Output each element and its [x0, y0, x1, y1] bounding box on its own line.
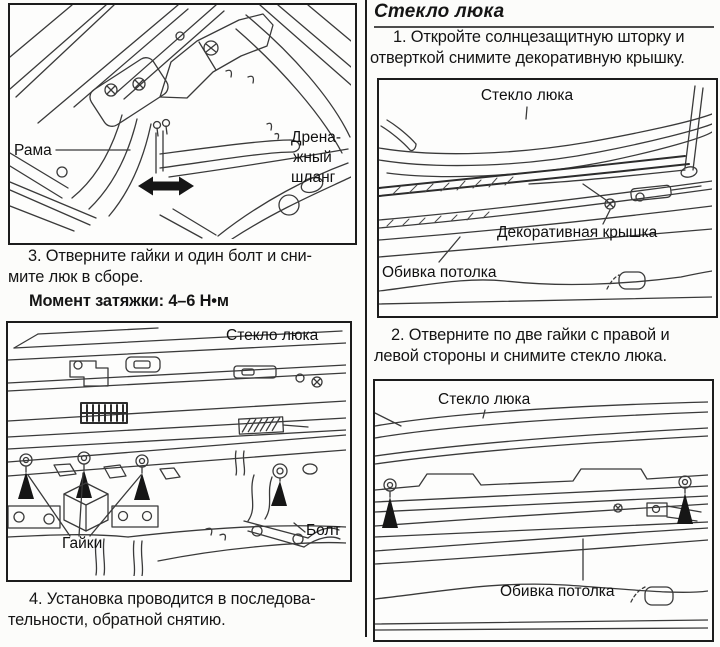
- step-4-line-2: тельности, обратной снятию.: [8, 611, 226, 629]
- cover-rail: [379, 180, 712, 241]
- step-3-text: 3. Отверните гайки и один болт и сни- ми…: [8, 246, 356, 288]
- bottom-brackets: [8, 474, 341, 548]
- step-3-line-1: 3. Отверните гайки и один болт и сни-: [28, 247, 312, 265]
- headliner-curves: [8, 525, 346, 576]
- top-fittings: [8, 356, 346, 392]
- notched-rail: [375, 468, 708, 538]
- label-cover: Декоративная крышка: [497, 224, 658, 241]
- section-heading: Стекло люка: [374, 1, 505, 22]
- label-drain-hose-line2: жный: [293, 149, 332, 166]
- step-4-text: 4. Установка проводится в последова- тел…: [8, 589, 356, 631]
- figure-glass-removal: Стекло люка Обивка потолка: [373, 379, 714, 642]
- step-1-line-1: 1. Откройте солнцезащитную шторку и: [393, 28, 685, 46]
- glass-edge: [8, 327, 346, 361]
- glass-curves: [379, 113, 712, 178]
- double-arrow-icon: [138, 176, 194, 196]
- nuts-and-arrows: [382, 475, 693, 528]
- label-headliner: Обивка потолка: [382, 264, 497, 281]
- step-2-line-1: 2. Отверните по две гайки с правой и: [391, 326, 670, 344]
- figure-glass-fasteners: Стекло люка Гайки Болт: [6, 321, 352, 582]
- step-1-line-2: отверткой снимите декоративную крышку.: [370, 49, 685, 67]
- label-nuts: Гайки: [62, 535, 102, 552]
- glass-curves: [375, 401, 708, 465]
- step-2-line-2: левой стороны и снимите стекло люка.: [374, 347, 667, 365]
- label-glass: Стекло люка: [438, 391, 531, 408]
- headliner-area: [375, 527, 708, 631]
- deflector-bar: [379, 155, 690, 197]
- pointer-arrow-icons: [18, 470, 287, 506]
- roof-lines: [10, 5, 351, 154]
- label-drain-hose-line3: шланг: [291, 169, 336, 186]
- headliner-area: [379, 228, 712, 305]
- label-glass: Стекло люка: [481, 87, 574, 104]
- body-details: [159, 69, 351, 239]
- leader-lines: [27, 472, 306, 537]
- glass-leader-tick: [482, 409, 486, 419]
- label-drain-hose-line1: Дрена-: [291, 129, 341, 146]
- fastener-rail: [8, 434, 346, 482]
- decorative-cover-drawing: Стекло люка Декоративная крышка Обивка п…: [379, 85, 712, 305]
- torque-note: Момент затяжки: 4–6 Н•м: [29, 292, 229, 310]
- mount-plate: [89, 57, 169, 127]
- sunroof-body: [8, 400, 346, 450]
- frame-rail: [10, 114, 152, 232]
- fasteners-drawing: Стекло люка Гайки Болт: [8, 327, 346, 576]
- glass-leader-tick: [525, 106, 528, 120]
- step-1-text: 1. Откройте солнцезащитную шторку и отве…: [370, 27, 716, 69]
- step-4-line-1: 4. Установка проводится в последова-: [29, 590, 316, 608]
- label-frame: Рама: [14, 142, 52, 159]
- step-2-text: 2. Отверните по две гайки с правой и лев…: [370, 325, 716, 367]
- label-glass: Стекло люка: [226, 327, 319, 344]
- mount-bracket: [159, 13, 274, 99]
- figure-decorative-cover: Стекло люка Декоративная крышка Обивка п…: [377, 78, 718, 318]
- drain-hose: [152, 118, 349, 178]
- glass-removal-drawing: Стекло люка Обивка потолка: [375, 391, 708, 631]
- step-3-line-2: мите люк в сборе.: [8, 268, 144, 286]
- hatch-assembly-drawing: Рама Дрена- жный шланг: [10, 5, 351, 239]
- label-bolt: Болт: [306, 522, 341, 539]
- column-divider: [365, 0, 367, 637]
- section-heading-rule: Стекло люка: [374, 1, 714, 28]
- side-strut: [528, 85, 704, 185]
- figure-hatch-assembly: Рама Дрена- жный шланг: [8, 3, 357, 245]
- label-headliner: Обивка потолка: [500, 583, 615, 600]
